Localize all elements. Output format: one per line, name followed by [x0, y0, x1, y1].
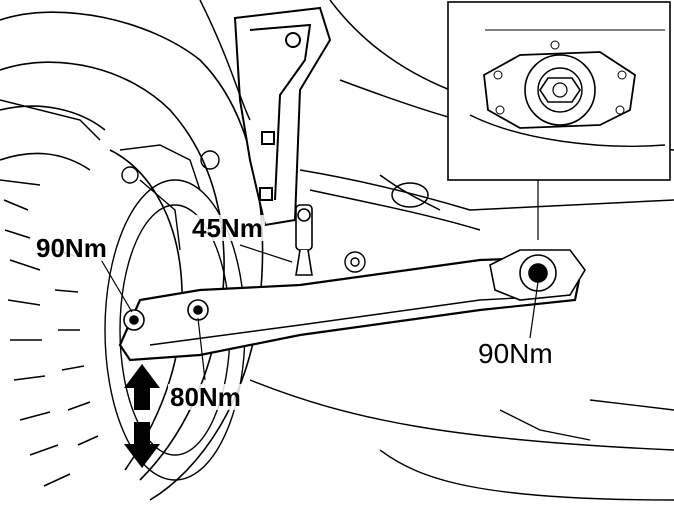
torque-label-mount: 90Nm [476, 338, 555, 369]
torque-label-link: 45Nm [190, 213, 265, 243]
detail-inset [447, 1, 671, 240]
upper-bracket [233, 6, 332, 227]
center-nut [344, 251, 366, 273]
rear-mount [489, 249, 586, 301]
front-bolt [123, 309, 145, 331]
lower-body [249, 379, 674, 501]
rear-bolt [187, 299, 209, 321]
stabiliser-link [295, 204, 313, 276]
torque-label-rear-bolt: 80Nm [168, 382, 243, 412]
double-arrow-vertical-icon [124, 364, 160, 468]
leader-lines [99, 244, 539, 381]
torque-label-front-bolt: 90Nm [34, 233, 109, 263]
